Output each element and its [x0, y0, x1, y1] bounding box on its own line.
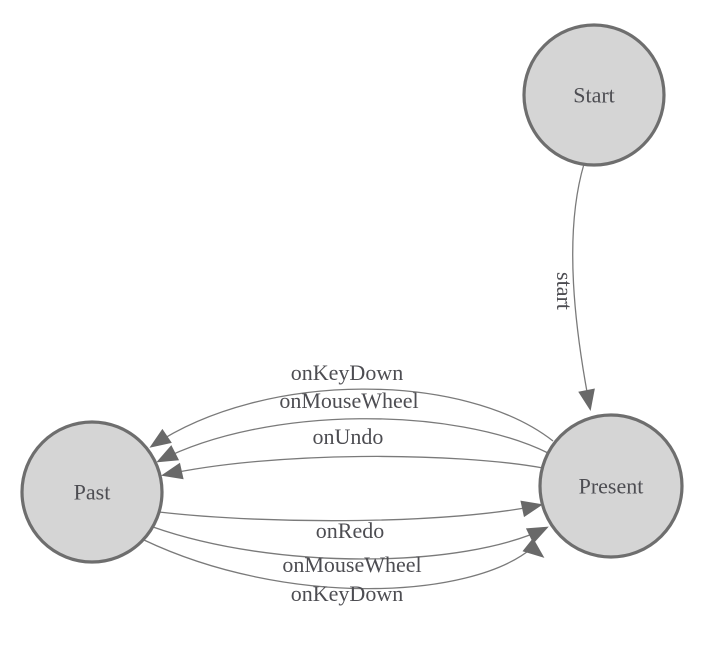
node-past[interactable]: Past [20, 420, 164, 564]
edge-label-start: start [552, 272, 577, 310]
edge-label-onkeydown-bottom: onKeyDown [291, 581, 403, 606]
node-present-circle[interactable] [538, 413, 684, 559]
edge-present-to-past-onkeydown [149, 388, 554, 448]
node-past-circle[interactable] [20, 420, 164, 564]
node-past-label: Past [74, 480, 111, 505]
node-start-label: Start [573, 83, 615, 108]
edge-label-onmousewheel-bottom: onMouseWheel [282, 552, 421, 577]
edge-label-layer: start onKeyDown onMouseWheel onUndo onRe… [279, 272, 577, 606]
edge-past-to-present-onkeydown [143, 538, 545, 590]
edge-start-to-present [572, 163, 595, 412]
node-start-circle[interactable] [522, 23, 666, 167]
node-present[interactable]: Present [538, 413, 684, 559]
edge-present-to-past-onundo [161, 455, 544, 480]
edge-label-onundo: onUndo [313, 424, 384, 449]
edge-past-to-present-onredo [158, 500, 543, 522]
edge-label-onkeydown-top: onKeyDown [291, 360, 403, 385]
edge-label-onredo: onRedo [316, 518, 384, 543]
edge-layer [143, 163, 595, 590]
node-start[interactable]: Start [522, 23, 666, 167]
node-layer: Start Past Present [20, 23, 684, 564]
edge-present-to-past-onmousewheel [156, 418, 549, 463]
node-present-label: Present [579, 474, 644, 499]
edge-past-to-present-onmousewheel [152, 526, 549, 560]
edge-label-onmousewheel-top: onMouseWheel [279, 388, 418, 413]
